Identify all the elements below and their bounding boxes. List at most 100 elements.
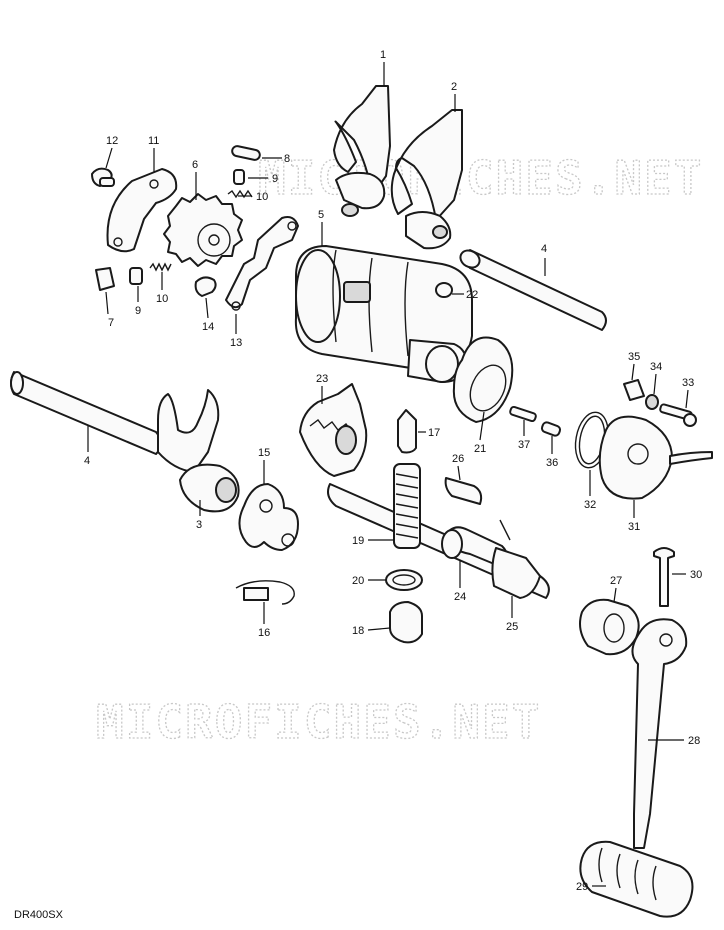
part-19-return-spring bbox=[393, 463, 421, 549]
callout-35: 35 bbox=[628, 351, 640, 381]
part-1-shift-fork bbox=[333, 85, 391, 217]
svg-text:16: 16 bbox=[258, 627, 270, 639]
part-16-pawl-spring bbox=[235, 580, 295, 605]
svg-text:34: 34 bbox=[650, 361, 662, 373]
callout-13: 13 bbox=[230, 314, 242, 349]
part-3-shift-fork bbox=[157, 389, 240, 513]
svg-text:19: 19 bbox=[352, 535, 364, 547]
callout-24: 24 bbox=[454, 560, 466, 603]
callout-16: 16 bbox=[258, 602, 270, 639]
callout-32: 32 bbox=[584, 470, 596, 511]
callout-19: 19 bbox=[352, 535, 394, 547]
callout-36: 36 bbox=[546, 436, 558, 469]
callout-25: 25 bbox=[506, 596, 518, 633]
callout-9-top: 9 bbox=[248, 173, 278, 185]
svg-text:37: 37 bbox=[518, 439, 530, 451]
svg-text:17: 17 bbox=[428, 427, 440, 439]
svg-text:14: 14 bbox=[202, 321, 214, 333]
svg-text:32: 32 bbox=[584, 499, 596, 511]
watermark-top: MICROFICHES.NET bbox=[258, 151, 703, 205]
part-5-gearshift-cam bbox=[294, 245, 473, 383]
part-4-fork-shaft-top bbox=[459, 249, 607, 331]
callout-31: 31 bbox=[628, 500, 640, 533]
part-6-shift-cam bbox=[163, 193, 243, 267]
svg-text:28: 28 bbox=[688, 735, 700, 747]
part-37-screw bbox=[509, 405, 537, 423]
svg-text:35: 35 bbox=[628, 351, 640, 363]
svg-text:1: 1 bbox=[380, 49, 386, 61]
svg-text:18: 18 bbox=[352, 625, 364, 637]
callout-5: 5 bbox=[318, 209, 324, 246]
callout-26: 26 bbox=[452, 453, 464, 481]
callout-10-bottom: 10 bbox=[156, 272, 168, 305]
callout-2: 2 bbox=[451, 81, 457, 112]
callout-1: 1 bbox=[380, 49, 386, 86]
part-11-stopper-plate bbox=[106, 168, 178, 253]
callout-9-bottom: 9 bbox=[135, 286, 141, 317]
model-code: DR400SX bbox=[14, 909, 64, 921]
part-9-pin-bottom bbox=[129, 267, 143, 285]
svg-text:9: 9 bbox=[272, 173, 278, 185]
callout-33: 33 bbox=[682, 377, 694, 409]
svg-text:3: 3 bbox=[196, 519, 202, 531]
callout-15: 15 bbox=[258, 447, 270, 484]
part-2-shift-fork bbox=[390, 109, 463, 250]
svg-text:26: 26 bbox=[452, 453, 464, 465]
svg-text:12: 12 bbox=[106, 135, 118, 147]
callout-30: 30 bbox=[672, 569, 702, 581]
callout-10-top: 10 bbox=[238, 191, 268, 203]
part-36-pin bbox=[540, 421, 562, 437]
svg-text:25: 25 bbox=[506, 621, 518, 633]
callout-6: 6 bbox=[192, 159, 198, 200]
part-10-spring-bottom bbox=[149, 262, 172, 272]
part-26-bushing bbox=[444, 477, 483, 505]
svg-text:31: 31 bbox=[628, 521, 640, 533]
part-4-fork-shaft-left bbox=[10, 371, 162, 455]
callout-18: 18 bbox=[352, 625, 391, 637]
part-35-washer bbox=[623, 379, 645, 401]
callout-34: 34 bbox=[650, 361, 662, 395]
part-12-bolt bbox=[91, 167, 115, 187]
part-14-bolt bbox=[194, 276, 217, 297]
svg-text:21: 21 bbox=[474, 443, 486, 455]
callout-14: 14 bbox=[202, 297, 214, 333]
callout-4-left: 4 bbox=[84, 426, 90, 467]
part-20-washer bbox=[385, 569, 423, 591]
svg-text:6: 6 bbox=[192, 159, 198, 171]
svg-text:9: 9 bbox=[135, 305, 141, 317]
callout-20: 20 bbox=[352, 575, 386, 587]
part-33-screw bbox=[659, 403, 697, 427]
svg-text:10: 10 bbox=[256, 191, 268, 203]
svg-text:2: 2 bbox=[451, 81, 457, 93]
part-30-bolt bbox=[653, 547, 675, 607]
part-9-pin-top bbox=[233, 169, 245, 185]
callout-4-right: 4 bbox=[541, 243, 547, 276]
svg-text:27: 27 bbox=[610, 575, 622, 587]
svg-text:7: 7 bbox=[108, 317, 114, 329]
svg-text:23: 23 bbox=[316, 373, 328, 385]
part-17-bolt bbox=[397, 409, 417, 454]
svg-text:4: 4 bbox=[84, 455, 90, 467]
part-10-spring-top bbox=[227, 189, 253, 199]
part-22-neutral-switch-contact bbox=[435, 282, 453, 298]
callout-22: 22 bbox=[452, 289, 478, 301]
callout-7: 7 bbox=[105, 291, 114, 329]
watermark-bottom: MICROFICHES.NET bbox=[96, 695, 541, 749]
svg-text:29: 29 bbox=[576, 881, 588, 893]
callout-3: 3 bbox=[196, 500, 202, 531]
svg-text:24: 24 bbox=[454, 591, 466, 603]
callout-21: 21 bbox=[474, 411, 486, 455]
svg-text:13: 13 bbox=[230, 337, 242, 349]
callout-27: 27 bbox=[610, 575, 622, 603]
callout-29: 29 bbox=[576, 881, 606, 893]
svg-text:36: 36 bbox=[546, 457, 558, 469]
callout-37: 37 bbox=[518, 420, 530, 451]
svg-text:20: 20 bbox=[352, 575, 364, 587]
callout-11: 11 bbox=[148, 135, 159, 172]
callout-28: 28 bbox=[648, 735, 700, 747]
part-28-gearshift-lever bbox=[631, 618, 688, 849]
svg-text:10: 10 bbox=[156, 293, 168, 305]
callout-12: 12 bbox=[105, 135, 118, 169]
svg-text:4: 4 bbox=[541, 243, 547, 255]
